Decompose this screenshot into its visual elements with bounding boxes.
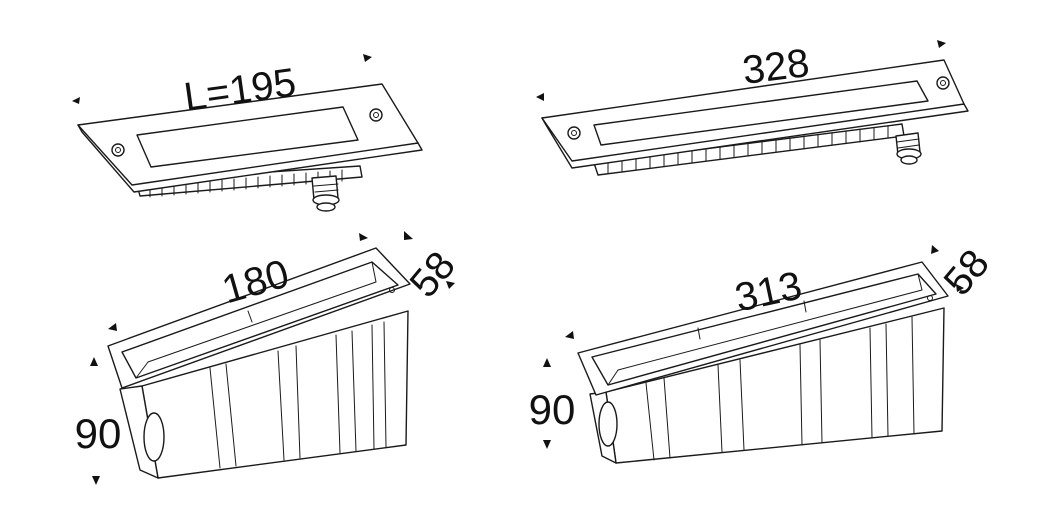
dimension-arrow [931,245,939,254]
lamp-long-window [593,80,929,146]
dimension-arrow [937,40,946,48]
screw-hole [936,76,950,90]
screw-hole [567,126,581,140]
cable-knockout [598,401,618,447]
screw-hole [111,143,125,157]
dimension-arrow [363,54,372,62]
dimension-label-height: 90 [75,410,122,457]
dimension-arrow [956,284,964,292]
dimension-label-width: 58 [402,243,464,305]
lamp-short-view: L=195 [72,54,423,212]
dimension-label-height: 90 [529,386,576,433]
dimension-arrow [90,357,98,366]
dimension-arrow [92,476,100,485]
dimension-arrow [359,233,368,241]
lamp-long-view: 328 [536,40,969,176]
dimension-arrow [543,440,551,449]
lamp-long-gland [895,132,922,165]
screw-hole [369,108,383,122]
dimension-arrow [536,93,544,101]
lamp-short-gland [311,175,340,212]
dimension-arrow [72,97,80,104]
dimension-arrow [446,281,455,289]
housing-long-view: 313 58 90 [529,241,998,464]
cable-knockout [143,412,165,462]
dimension-arrow [543,358,551,367]
dimension-arrow [404,231,413,240]
housing-short-view: 180 58 90 [75,231,464,485]
dimension-label-length: 328 [740,41,812,93]
dimension-arrow [565,331,574,339]
lamp-short-window [136,106,359,168]
dimension-arrow [108,323,117,331]
